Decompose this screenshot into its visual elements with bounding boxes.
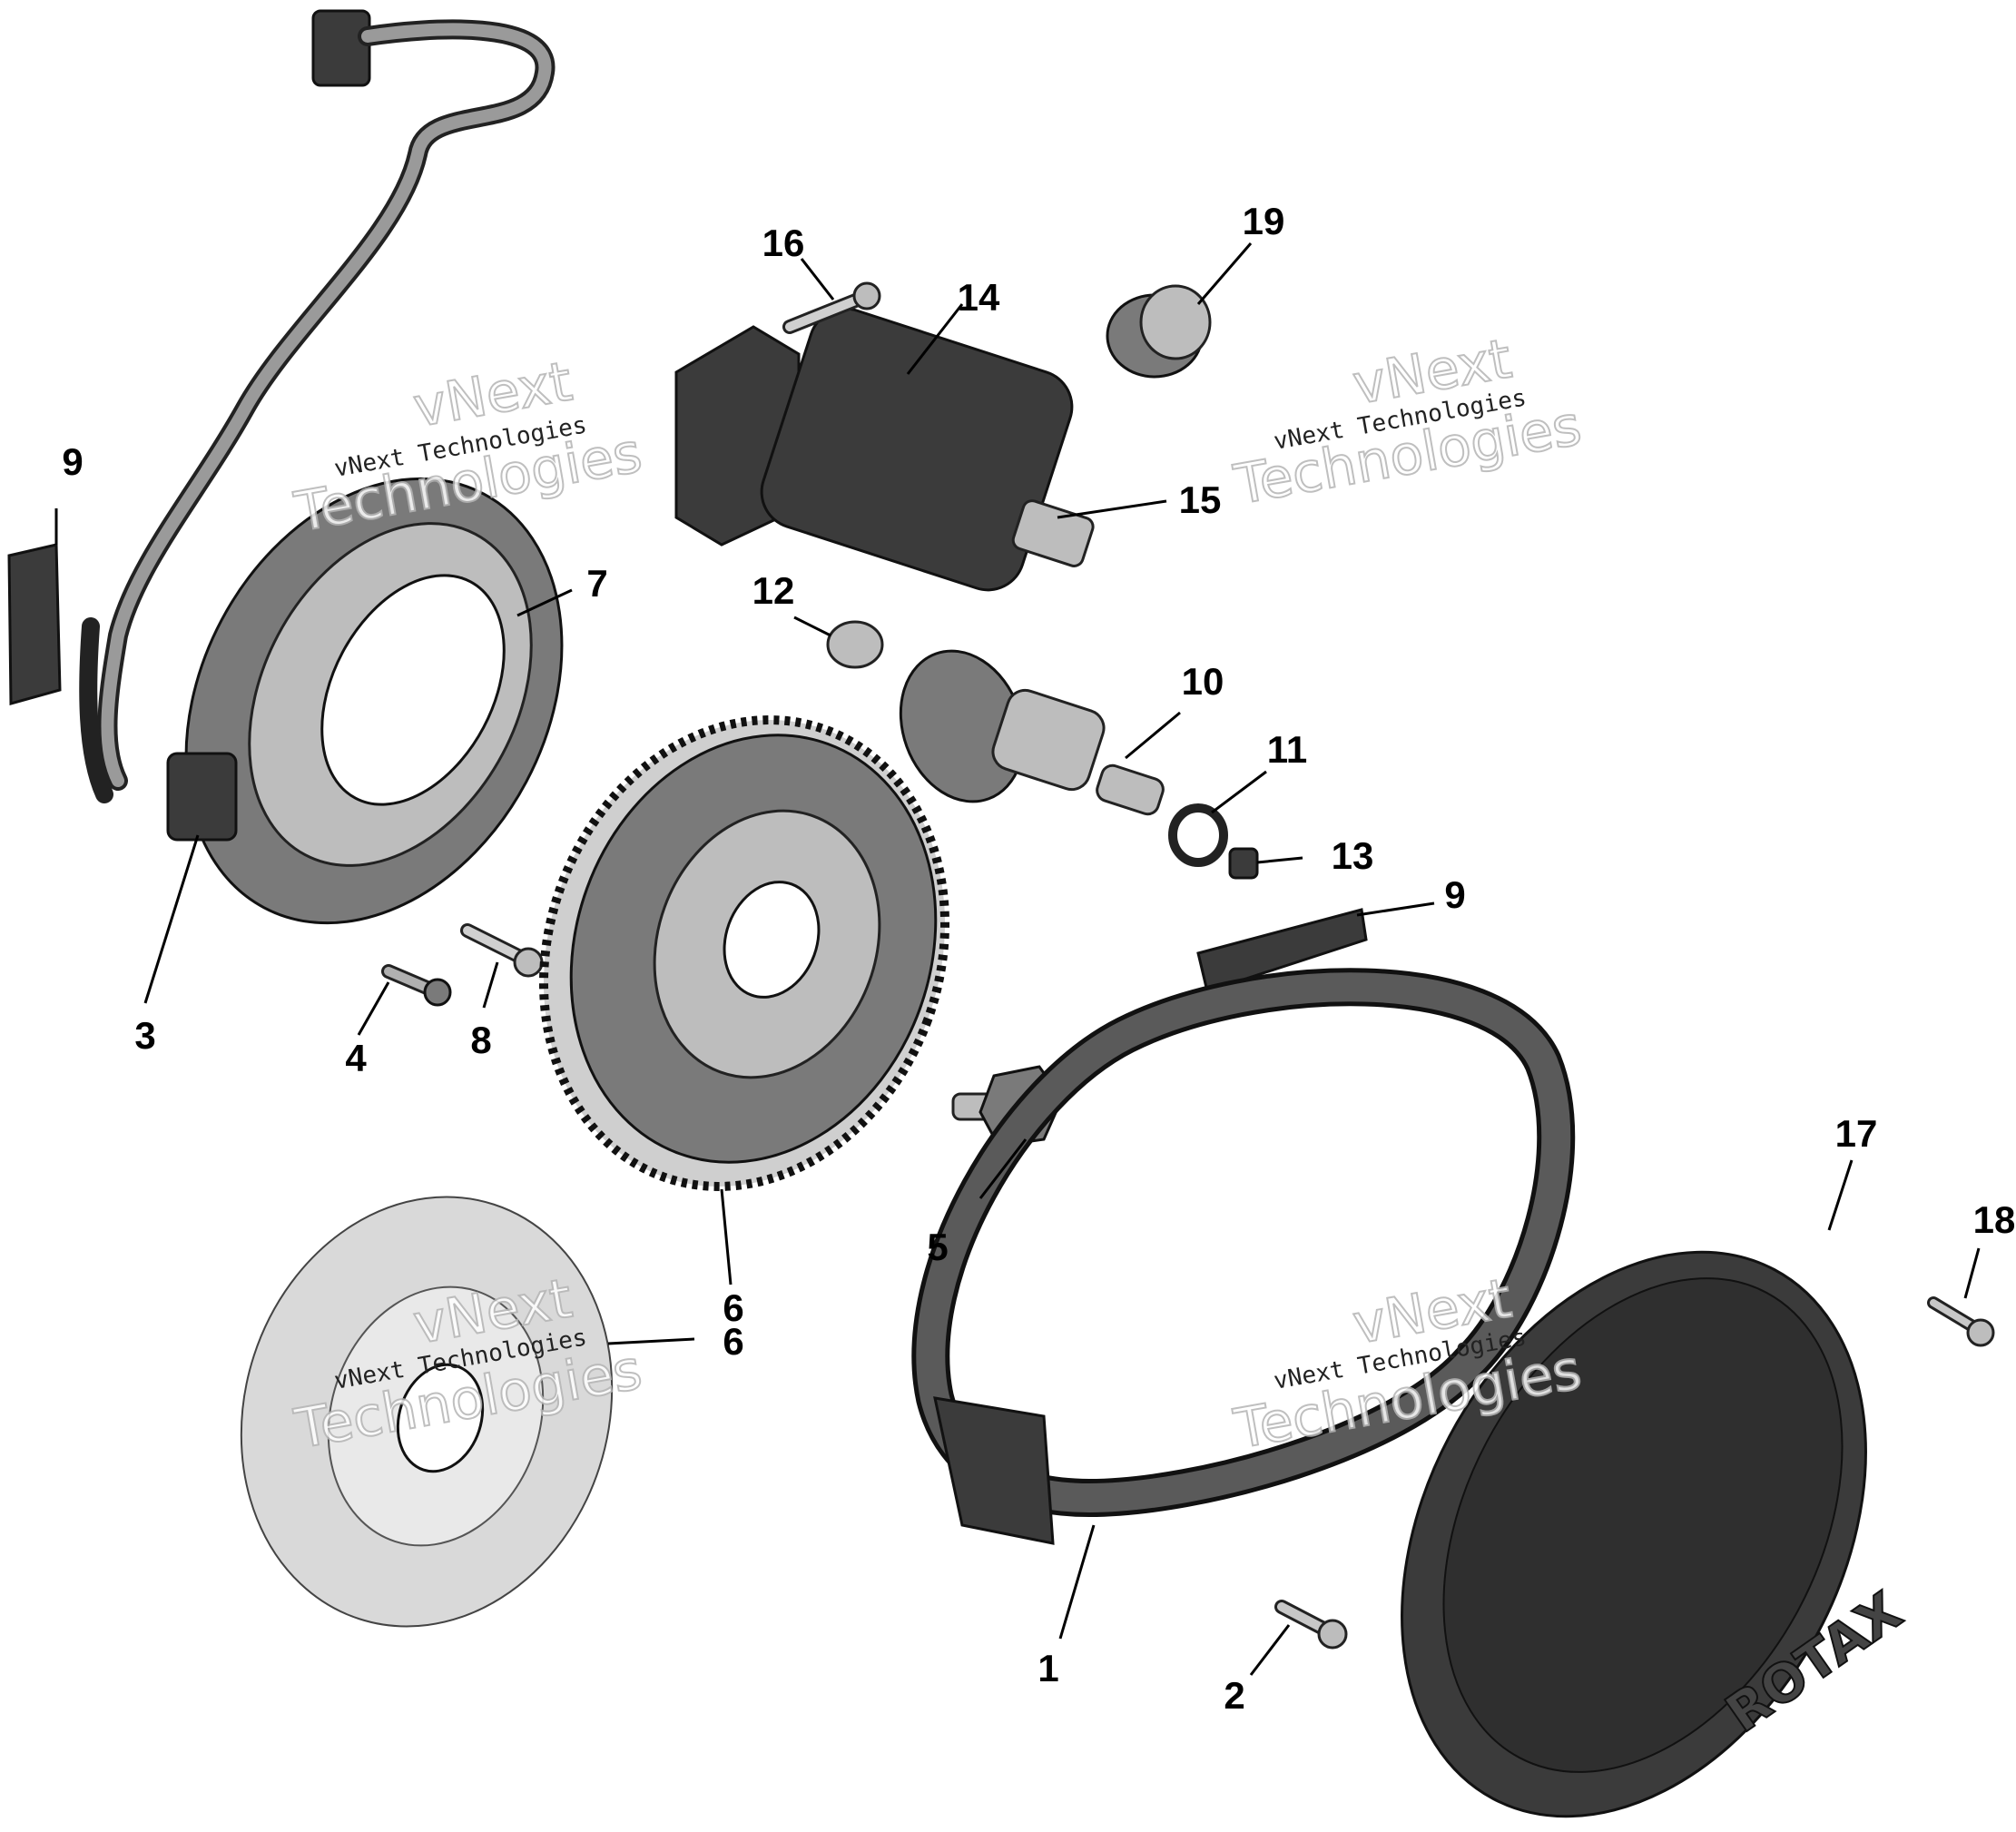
harness-sleeve [79,617,113,803]
stator-harness [79,9,556,803]
rubber-bushing [1106,284,1212,379]
callout-7: 7 [586,562,607,605]
starter-motor [674,307,1095,592]
cover-face [1442,1277,1844,1773]
leader-19 [1196,242,1253,305]
crankshaft-position-sensor [166,752,238,842]
stator [184,477,564,925]
screw-8 [460,923,544,978]
leader-4 [357,981,390,1036]
leader-11 [1211,770,1267,814]
callout-12: 12 [752,569,795,612]
callout-14: 14 [958,276,1000,319]
leader-6a [720,1188,733,1285]
washer-11 [1168,803,1228,867]
callout-13: 13 [1332,834,1374,877]
magneto-housing [911,968,1576,1545]
leader-3 [143,834,200,1004]
adhesive-strip-left [7,543,62,705]
leader-15 [1057,499,1167,519]
callout-11: 11 [1267,728,1307,771]
leader-lines [54,242,1981,1676]
callout-4: 4 [345,1037,367,1079]
bushing-13 [1228,847,1259,880]
leader-2 [1249,1624,1291,1676]
starter-drive [899,649,1165,816]
screw-18 [1927,1296,1995,1347]
callout-5: 5 [927,1226,948,1268]
callout-labels: 9 7 3 4 8 6 12 10 11 13 9 14 15 16 19 5 … [62,200,2015,1717]
magneto-cover: ROTAX [1401,1250,1913,1818]
callout-6-alternate: 6 [723,1320,743,1363]
starter-shaft [1011,499,1095,567]
leader-14 [906,303,964,375]
leader-9-right [1356,901,1435,917]
flywheel [538,715,950,1191]
leader-10 [1125,711,1181,760]
callout-1: 1 [1038,1647,1058,1689]
screw-4 [381,964,452,1007]
leader-5 [978,1138,1028,1199]
leader-13 [1256,856,1303,864]
callout-2: 2 [1224,1674,1244,1717]
leader-8 [482,961,499,1009]
stator-bore [320,574,506,806]
callout-16: 16 [762,222,805,264]
leader-18 [1963,1247,1981,1299]
flywheel-alt-bore [396,1363,485,1473]
leader-7 [516,588,573,617]
callout-10: 10 [1182,660,1224,703]
housing-ring [916,972,1571,1513]
callout-6a: 6 [723,1286,743,1329]
callout-3: 3 [134,1014,155,1057]
callout-18: 18 [1973,1198,2016,1241]
adhesive-strip-right [1196,908,1368,993]
leader-12 [793,616,831,637]
callout-15: 15 [1179,478,1222,521]
starter-bolt [782,281,881,334]
leader-16 [800,258,835,300]
callout-8: 8 [470,1019,491,1061]
harness-cable [101,23,552,787]
svg-text:vNext: vNext [408,350,576,439]
starter-body [760,307,1074,592]
watermark-top-right: vNext Technologies vNext Technologies [1228,326,1587,518]
housing-lower-block [933,1396,1055,1545]
screw-2 [1274,1600,1348,1650]
leader-17 [1827,1159,1854,1231]
flywheel-alternate [240,1196,614,1628]
bushing-12 [826,620,884,669]
callout-17: 17 [1835,1112,1878,1155]
flywheel-bore [723,881,821,999]
callout-9-left: 9 [62,440,83,483]
leader-1 [1058,1524,1096,1640]
harness-connector [311,9,371,87]
callout-9-right: 9 [1444,873,1465,916]
leader-6b [607,1337,695,1345]
callout-19: 19 [1243,200,1285,242]
